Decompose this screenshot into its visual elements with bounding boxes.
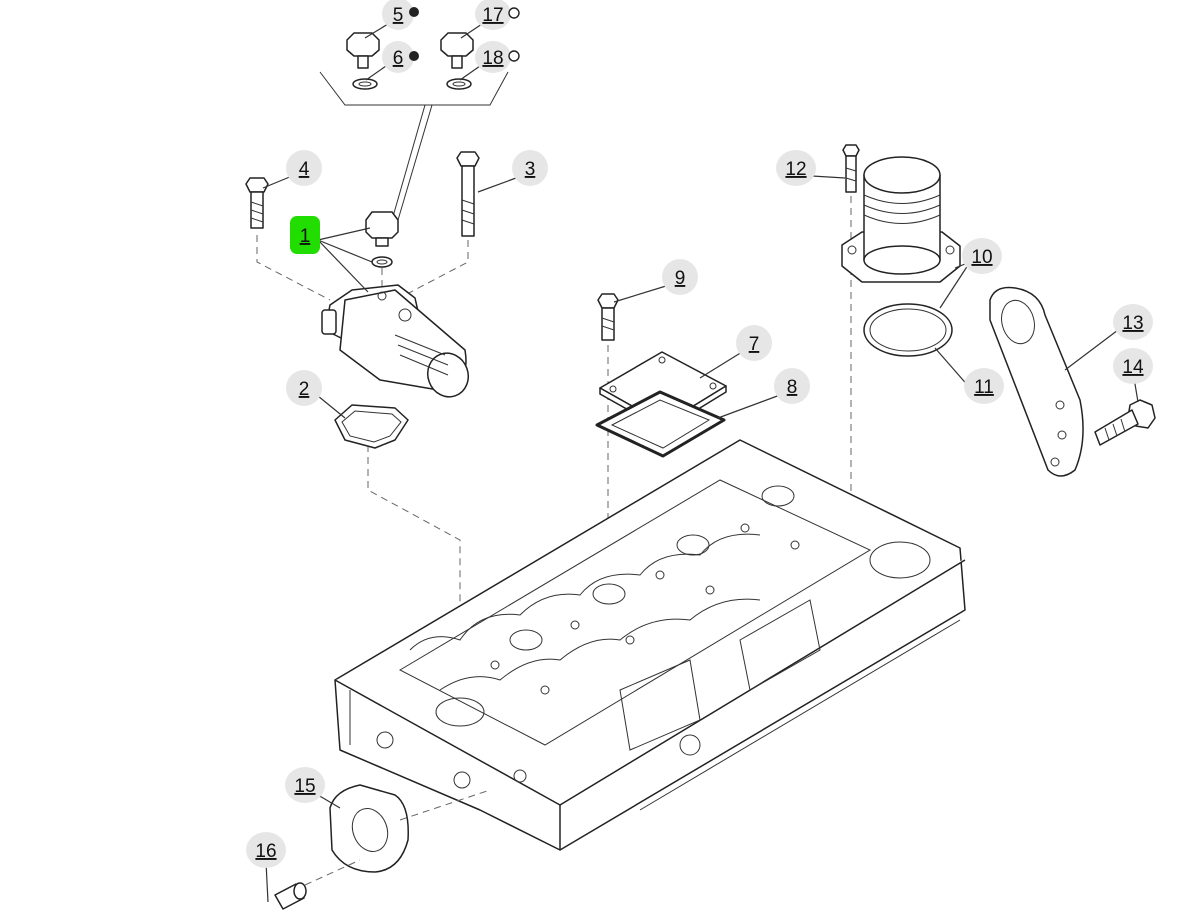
- callout-5[interactable]: 5: [382, 0, 419, 30]
- callout-18-label: 18: [482, 48, 503, 69]
- callout-4[interactable]: 4: [286, 150, 322, 186]
- callout-9[interactable]: 9: [662, 259, 698, 295]
- gasket-8-part: [595, 390, 726, 458]
- gasket-2-part: [334, 404, 409, 449]
- callout-10[interactable]: 10: [962, 238, 1002, 274]
- thermostat-housing-part: [321, 284, 469, 398]
- callout-13-label: 13: [1122, 313, 1143, 334]
- elbow-10-part: [841, 156, 961, 283]
- lifting-bracket-13-part: [989, 286, 1084, 477]
- callout-3-label: 3: [525, 159, 536, 180]
- bolt-12-part: [842, 144, 860, 193]
- callout-15[interactable]: 15: [285, 767, 325, 803]
- flange-15-part: [329, 784, 409, 873]
- callout-1[interactable]: 1: [290, 216, 320, 254]
- callout-13[interactable]: 13: [1113, 304, 1153, 340]
- callout-10-label: 10: [971, 247, 992, 268]
- bolt-9-part: [597, 293, 619, 341]
- callout-17[interactable]: 17: [475, 0, 520, 30]
- callout-8[interactable]: 8: [774, 368, 810, 404]
- callout-6-label: 6: [393, 48, 404, 69]
- callout-11-label: 11: [974, 377, 994, 398]
- callout-16[interactable]: 16: [246, 832, 286, 868]
- callout-6[interactable]: 6: [382, 41, 419, 73]
- callouts: 1 2 3 4 5 6 7 8: [246, 0, 1153, 868]
- callout-4-label: 4: [299, 159, 310, 180]
- callout-3[interactable]: 3: [512, 150, 548, 186]
- callout-8-label: 8: [787, 377, 798, 398]
- bolt-4-part: [245, 177, 269, 229]
- bolt-16-part: [274, 882, 307, 910]
- callout-17-label: 17: [482, 5, 503, 26]
- callout-14-label: 14: [1122, 357, 1144, 378]
- callout-18[interactable]: 18: [475, 41, 520, 73]
- callout-2[interactable]: 2: [286, 370, 322, 406]
- callout-12[interactable]: 12: [776, 150, 816, 186]
- variant-inset: [319, 71, 509, 221]
- callout-1-highlight: [290, 216, 320, 254]
- seal-ring-11-part: [863, 303, 953, 357]
- bolt-14-part: [1094, 399, 1156, 446]
- callout-7-label: 7: [749, 334, 760, 355]
- callout-18-open-marker: [508, 50, 520, 62]
- callout-15-label: 15: [294, 776, 315, 797]
- plug-1-part: [365, 211, 399, 268]
- callout-11[interactable]: 11: [964, 368, 1004, 404]
- callout-1-label: 1: [300, 226, 311, 247]
- bolt-3-part: [456, 151, 480, 237]
- plug-17-part: [440, 32, 474, 90]
- callout-5-label: 5: [393, 5, 404, 26]
- callout-6-filled-marker: [409, 51, 419, 61]
- callout-17-open-marker: [508, 7, 520, 19]
- callout-2-label: 2: [299, 379, 310, 400]
- callout-16-label: 16: [255, 841, 276, 862]
- callout-5-filled-marker: [409, 7, 419, 17]
- leader-lines: [262, 23, 1139, 903]
- plug-5-part: [346, 32, 380, 90]
- callout-14[interactable]: 14: [1113, 348, 1153, 384]
- cylinder-head-part: [334, 439, 966, 851]
- callout-12-label: 12: [785, 159, 806, 180]
- callout-7[interactable]: 7: [736, 325, 772, 361]
- callout-9-label: 9: [675, 268, 686, 289]
